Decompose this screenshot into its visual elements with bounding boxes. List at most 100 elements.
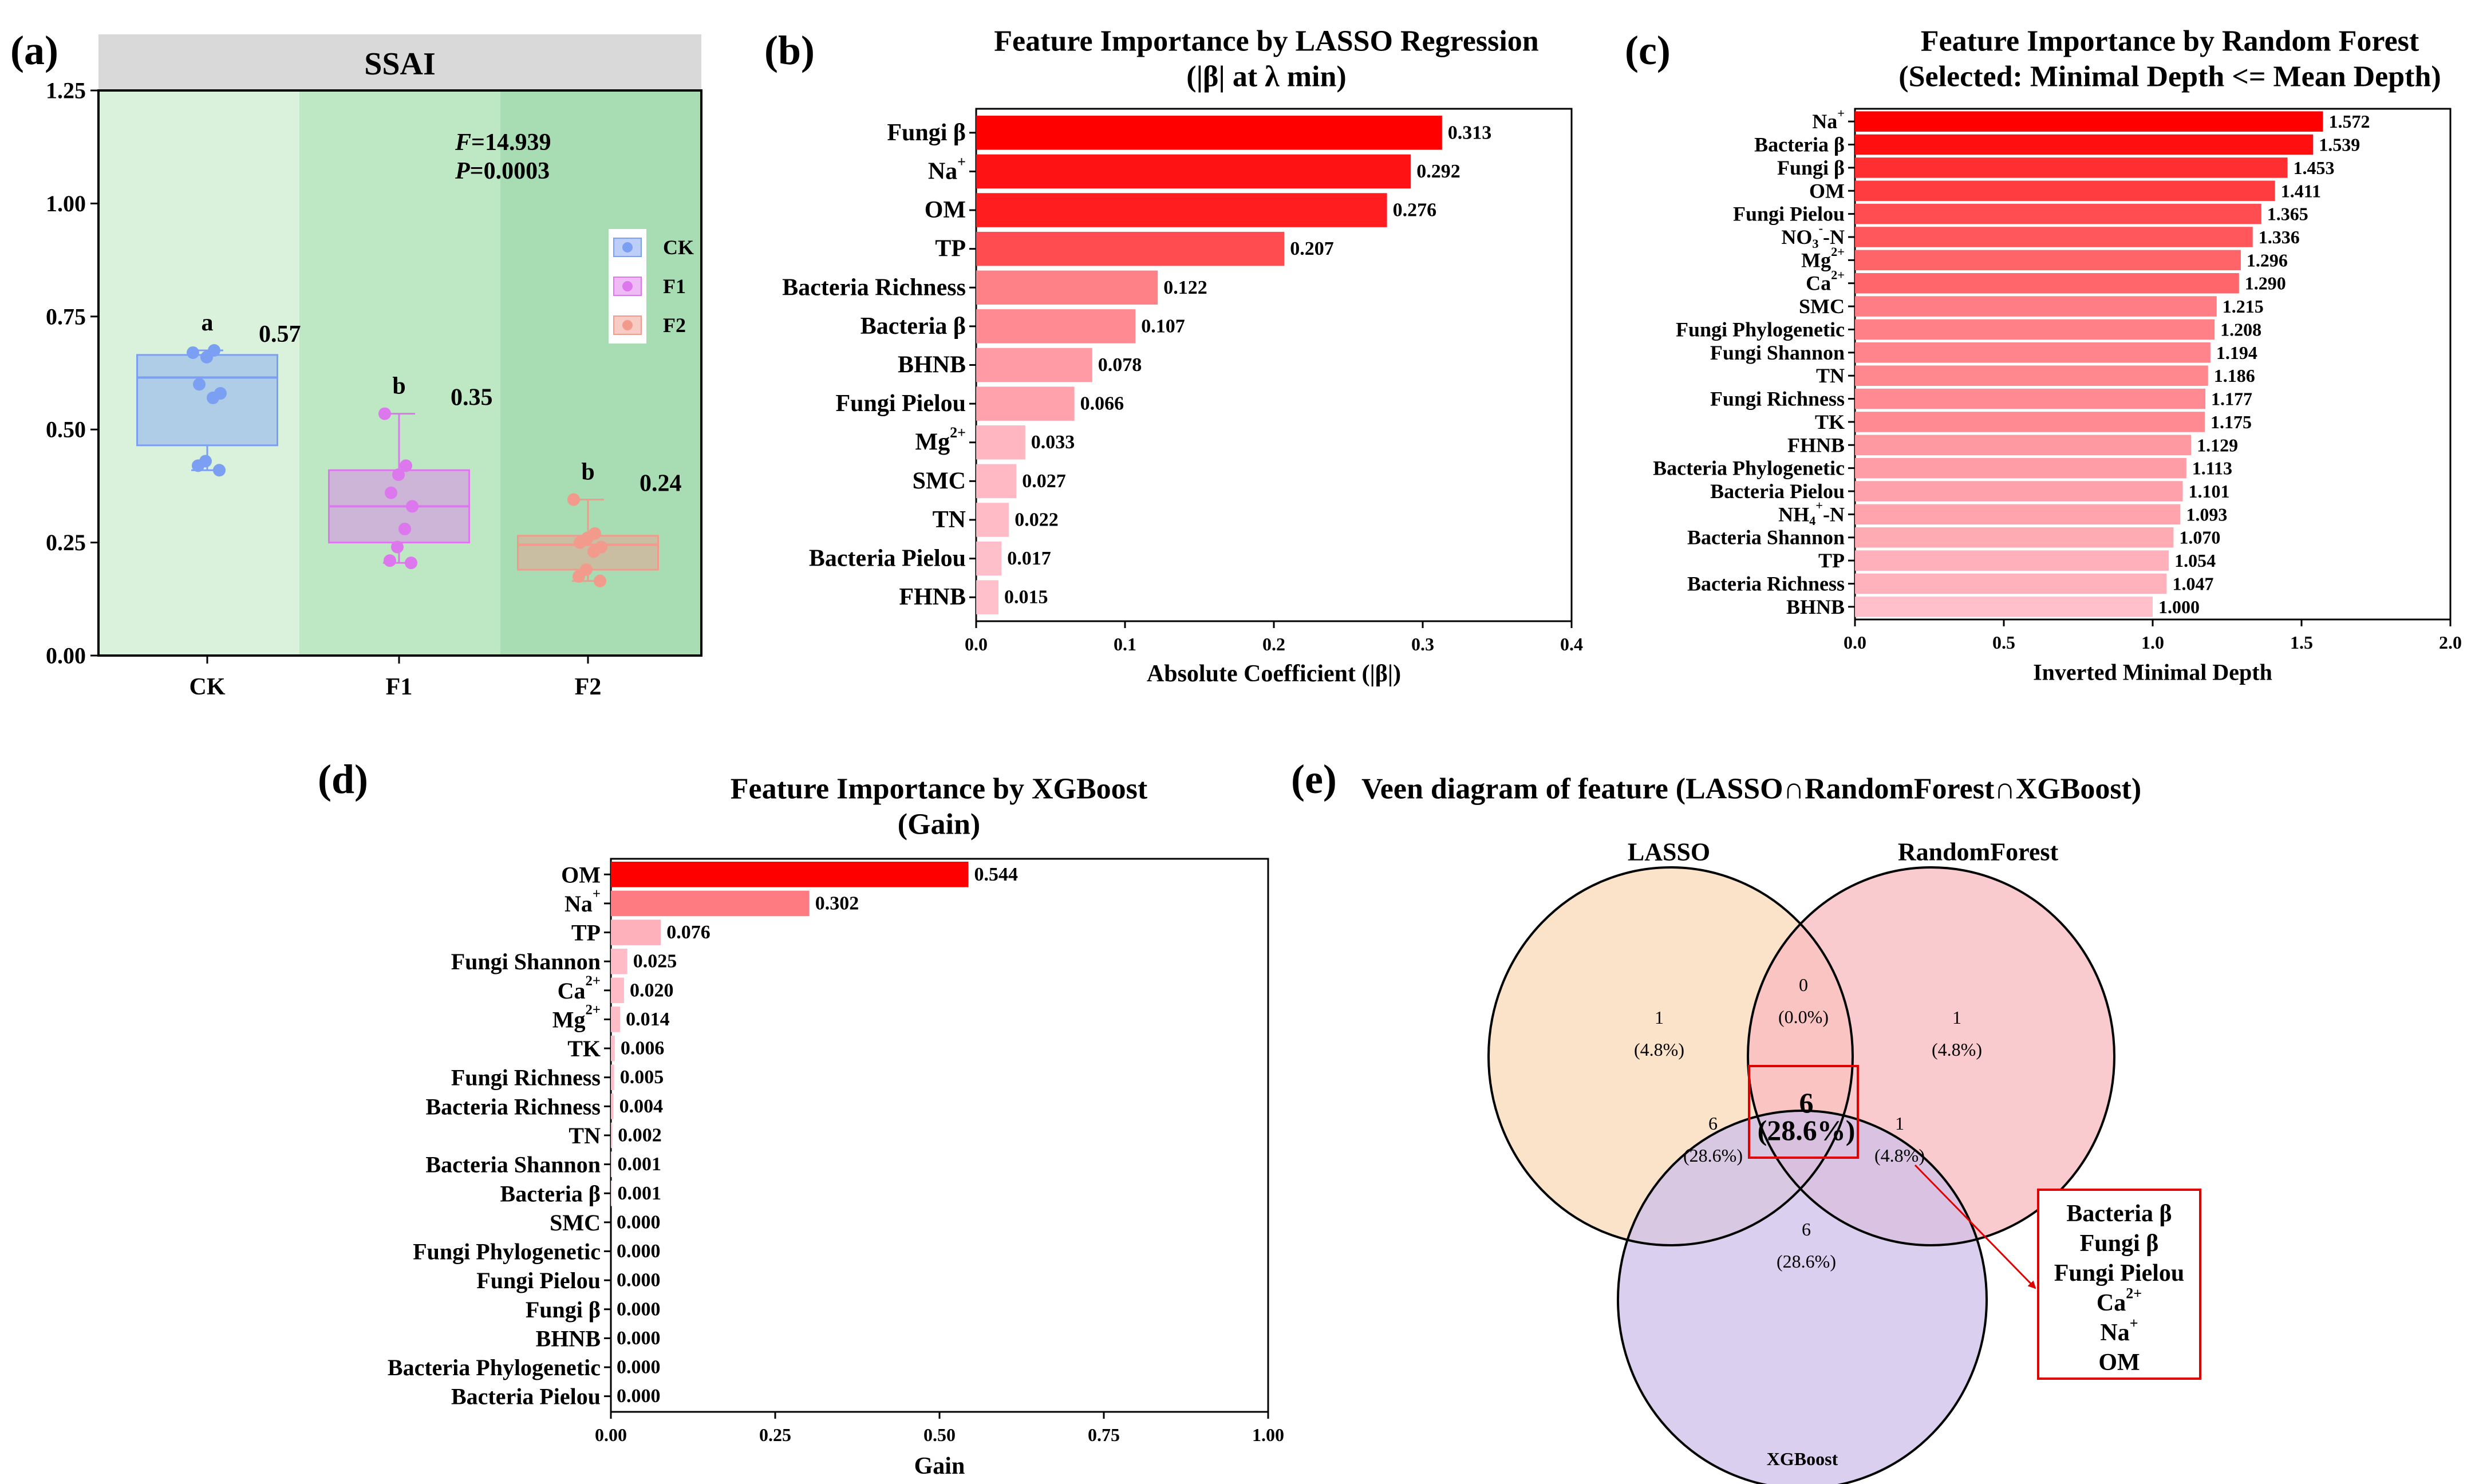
data-label: 0.000 — [617, 1298, 661, 1320]
xgboost-set-circle — [1618, 1111, 1987, 1484]
bar — [611, 1094, 614, 1119]
category-label: Fungi Pielou — [835, 390, 966, 417]
lasso-bar-chart: Feature Importance by LASSO Regression(|… — [782, 25, 1583, 688]
legend-marker — [622, 242, 633, 252]
data-label: 0.066 — [1080, 393, 1124, 415]
panel-tag-b: (b) — [764, 27, 815, 73]
category-label: Fungi Pielou — [1733, 203, 1845, 226]
x-tick-label: 0.5 — [1992, 632, 2015, 653]
data-point — [574, 536, 586, 549]
data-label: 0.006 — [621, 1038, 665, 1059]
region-count: 6 — [1802, 1219, 1811, 1240]
data-label: 0.033 — [1031, 432, 1075, 453]
bar — [1855, 273, 2239, 294]
group-background — [98, 90, 299, 656]
data-label: 0.022 — [1015, 509, 1059, 530]
data-point — [405, 556, 417, 570]
bar — [1855, 342, 2211, 363]
category-label: Fungi β — [1777, 156, 1845, 179]
region-count: 1 — [1655, 1007, 1664, 1028]
bar — [1855, 550, 2169, 571]
bar — [976, 270, 1158, 305]
category-label: OM — [925, 197, 966, 223]
bar — [1855, 111, 2323, 132]
data-label: 1.175 — [2211, 412, 2252, 432]
category-label: OM — [561, 862, 601, 887]
region-percent: (28.6%) — [1758, 1114, 1856, 1146]
set-label: LASSO — [1628, 838, 1710, 866]
bar — [611, 1180, 612, 1206]
data-label: 0.002 — [618, 1125, 662, 1146]
bar — [976, 116, 1442, 150]
data-label: 0.313 — [1448, 122, 1492, 143]
feature-list-item: Bacteria β — [2066, 1201, 2172, 1227]
data-label: 0.302 — [815, 893, 859, 914]
data-label: 1.047 — [2172, 573, 2213, 594]
data-label: 0.076 — [666, 922, 710, 943]
data-label: 1.129 — [2197, 435, 2238, 455]
bar — [976, 193, 1387, 227]
data-point — [192, 459, 204, 472]
significance-letter: b — [392, 373, 405, 400]
data-point — [573, 570, 585, 583]
significance-letter: a — [202, 310, 214, 336]
mean-label: 0.57 — [259, 321, 301, 348]
bar — [976, 386, 1075, 421]
data-label: 0.025 — [633, 951, 677, 972]
panel-tag-c: (c) — [1625, 27, 1671, 73]
data-point — [384, 554, 396, 567]
category-label: TN — [569, 1123, 601, 1148]
bar — [1855, 250, 2241, 271]
data-label: 0.292 — [1416, 161, 1461, 182]
bar — [1855, 388, 2206, 409]
feature-list-item: Fungi Pielou — [2054, 1260, 2185, 1286]
category-label: Fungi Richness — [451, 1064, 601, 1090]
data-point — [193, 378, 206, 391]
region-count: 6 — [1799, 1087, 1814, 1119]
chart-title: Feature Importance by LASSO Regression — [994, 25, 1538, 58]
data-label: 0.000 — [617, 1357, 661, 1378]
category-label: BHNB — [1786, 595, 1845, 618]
bar — [1855, 481, 2183, 502]
category-label: NH4+-N — [1778, 498, 1845, 528]
bar — [976, 309, 1136, 344]
feature-list-item: Fungi β — [2080, 1230, 2159, 1257]
mean-label: 0.24 — [640, 471, 682, 497]
category-label: Mg2+ — [915, 424, 966, 456]
venn-diagram: Veen diagram of feature (LASSO∩RandomFor… — [1361, 773, 2201, 1484]
category-label: SMC — [550, 1209, 601, 1235]
region-percent: (0.0%) — [1778, 1007, 1829, 1027]
category-label: FHNB — [899, 584, 966, 610]
data-point — [378, 407, 391, 420]
y-tick-label: 0.00 — [46, 643, 86, 669]
bar — [1855, 157, 2288, 178]
bar — [1855, 527, 2174, 548]
category-label: Bacteria β — [1754, 133, 1845, 156]
bar — [1855, 296, 2217, 317]
data-label: 1.093 — [2186, 504, 2227, 524]
category-label: Na+ — [928, 153, 966, 184]
bar — [976, 154, 1411, 189]
data-label: 0.001 — [618, 1154, 662, 1175]
data-label: 0.014 — [626, 1009, 670, 1030]
x-axis-label: Inverted Minimal Depth — [2033, 660, 2272, 685]
x-tick-label: 0.75 — [1088, 1424, 1120, 1445]
bar — [611, 1007, 621, 1032]
legend-marker — [622, 320, 633, 330]
x-tick-label: F1 — [386, 674, 413, 700]
category-label: Fungi β — [887, 120, 966, 146]
data-label: 1.572 — [2328, 111, 2370, 132]
category-label: Fungi Shannon — [1710, 341, 1845, 364]
data-label: 1.290 — [2245, 273, 2286, 294]
data-point — [406, 500, 419, 513]
category-label: Bacteria Pielou — [451, 1383, 601, 1409]
x-tick-label: F2 — [575, 674, 602, 700]
box-f2 — [517, 493, 659, 587]
data-label: 0.004 — [619, 1096, 664, 1117]
chart-title: SSAI — [364, 46, 436, 82]
data-label: 0.001 — [618, 1183, 662, 1204]
bar — [976, 464, 1017, 499]
category-label: Bacteria Phylogenetic — [1653, 457, 1845, 480]
bar — [976, 580, 998, 614]
